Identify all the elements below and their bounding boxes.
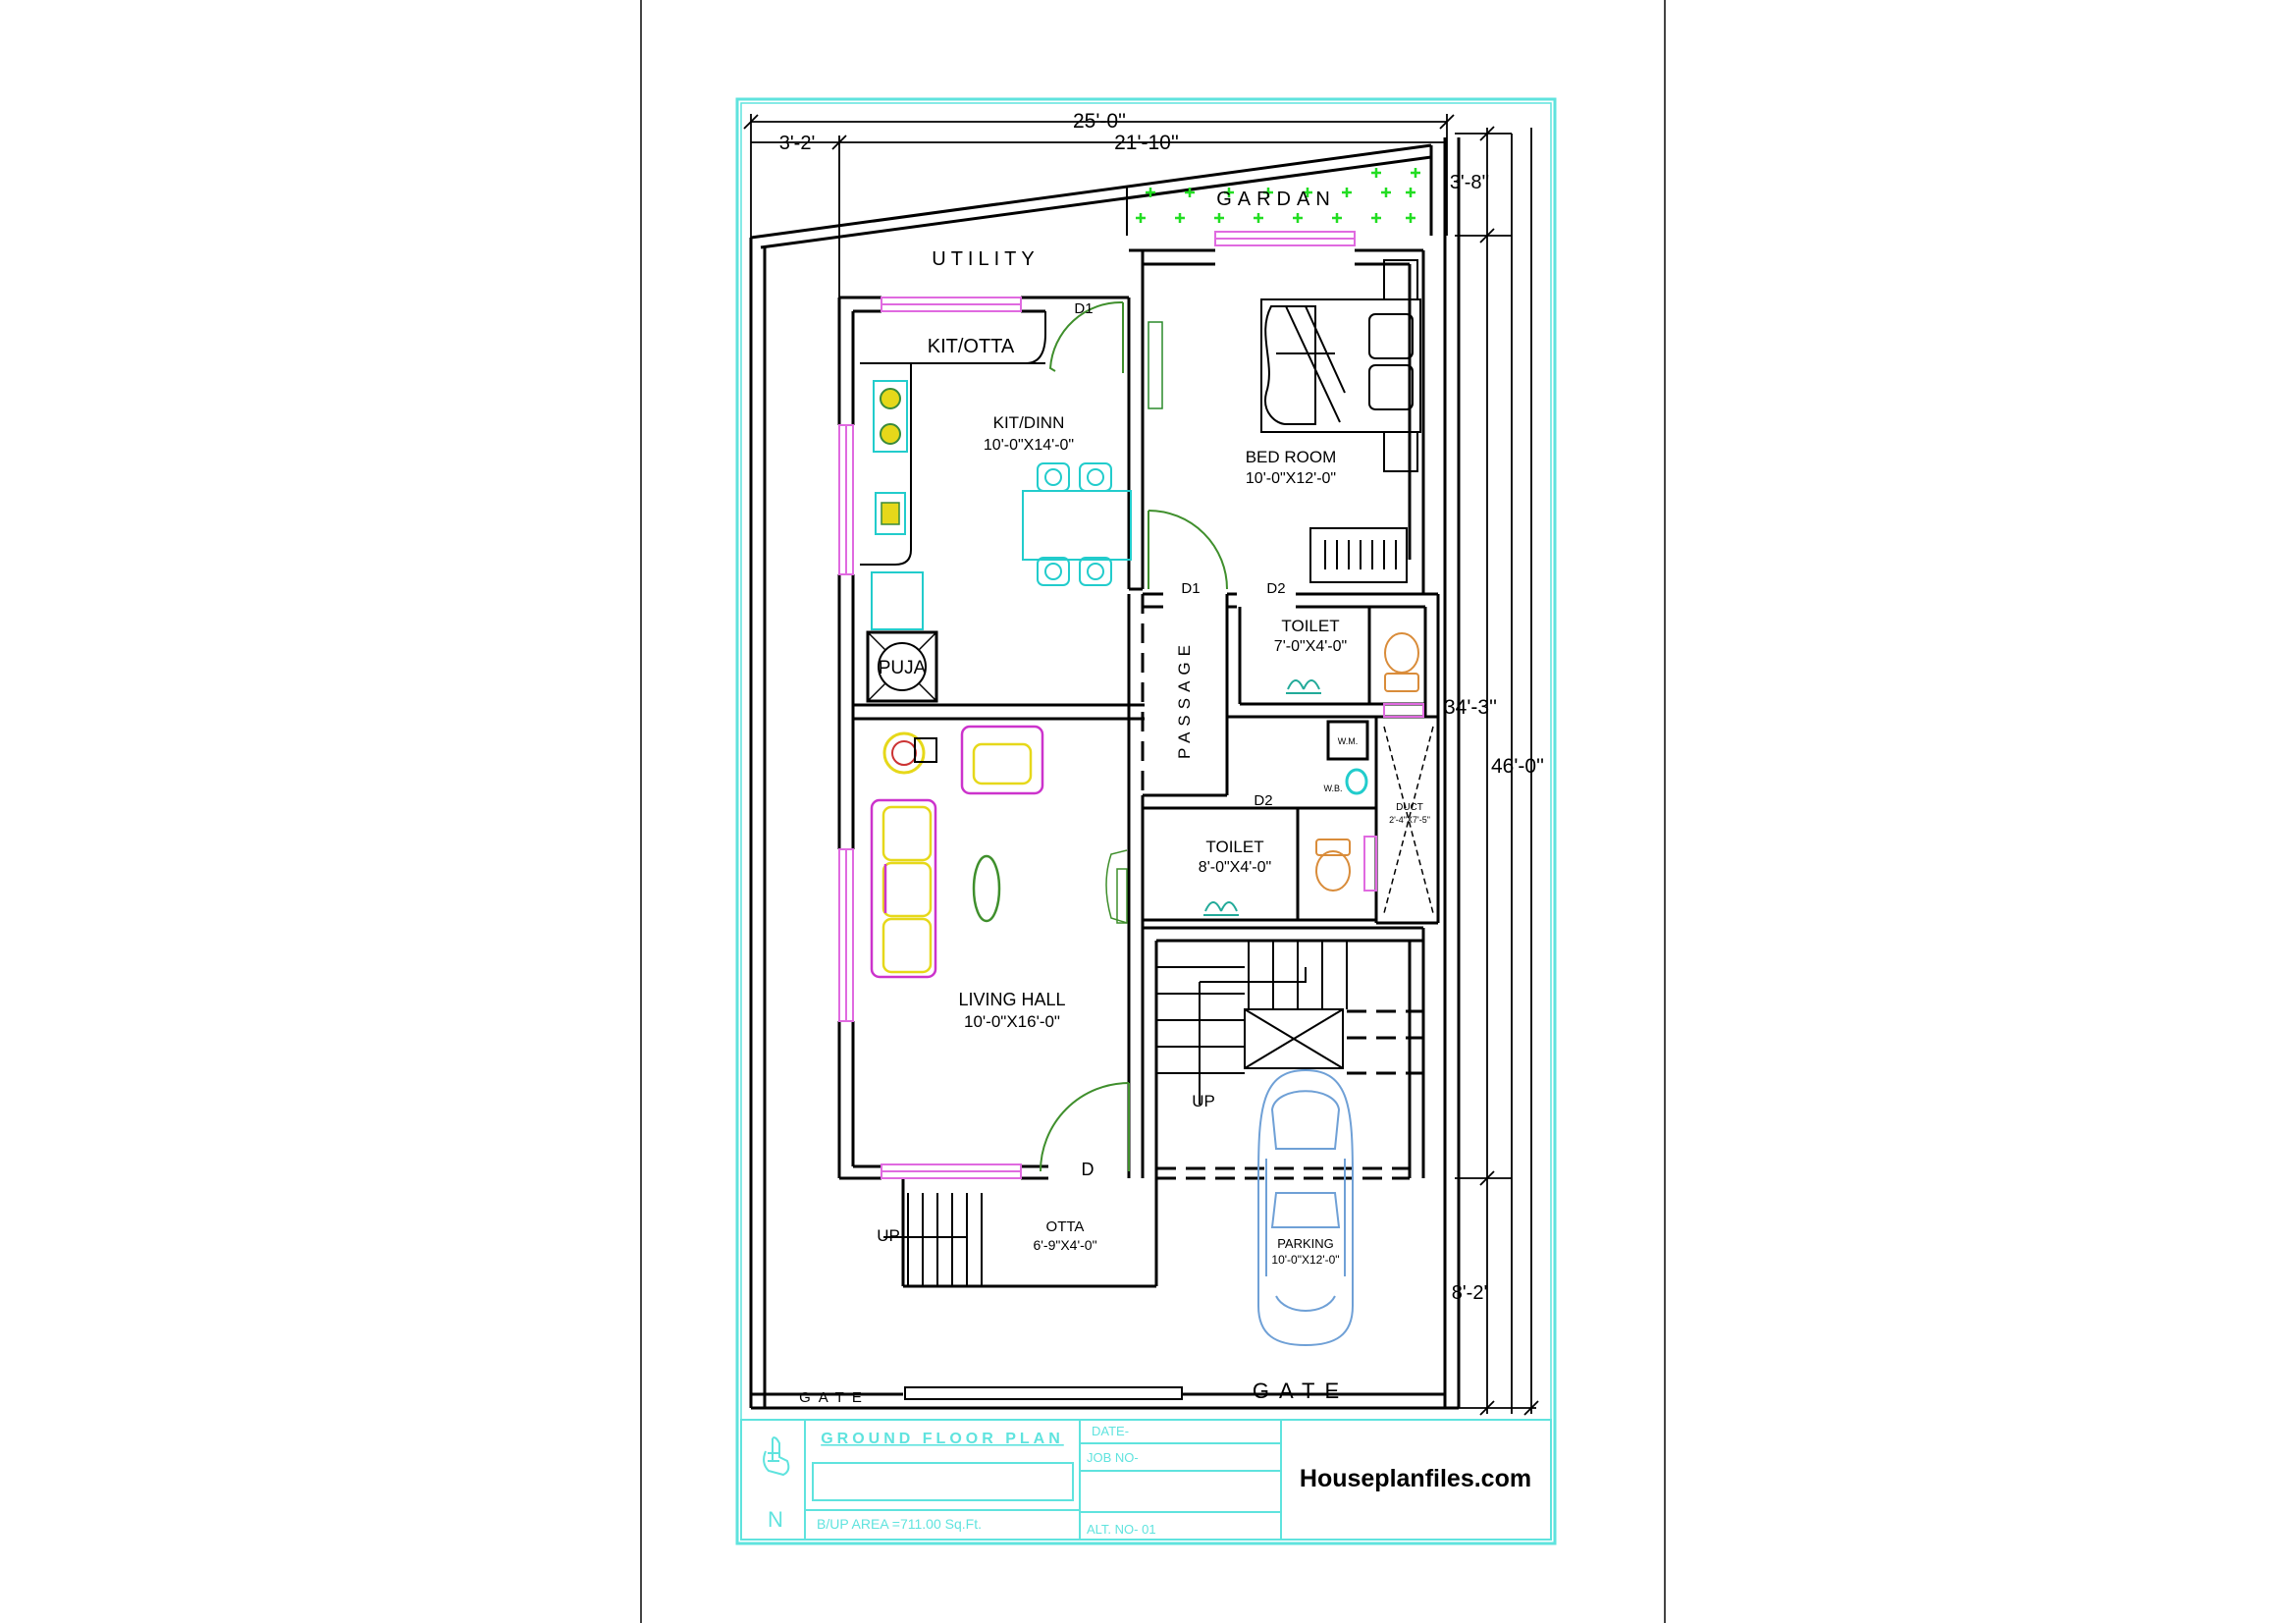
- compound-walls: [749, 137, 1461, 1410]
- toilet2-size: 8'-0"X4'-0": [1199, 859, 1271, 876]
- wardrobe-icon: [1309, 527, 1408, 583]
- kitchen-counter: [860, 362, 912, 566]
- car-icon: [1257, 1068, 1354, 1347]
- duct-area: [1383, 726, 1434, 914]
- bedroom-label: BED ROOM: [1246, 448, 1337, 466]
- door-d1-bedroom: D1: [1181, 580, 1200, 597]
- title-block: [740, 1419, 1552, 1541]
- wash-basin-icon: [1345, 768, 1368, 795]
- dim-left-offset: 3'-2': [779, 133, 816, 154]
- tv-unit-icon: [882, 731, 937, 775]
- staircase: [1156, 941, 1348, 1105]
- dining-table-icon: [1022, 462, 1132, 586]
- otta-label: OTTA: [1046, 1218, 1085, 1235]
- north-arrow-icon: [763, 1436, 790, 1477]
- gate-opening: [904, 1386, 1183, 1400]
- toilet2-wc-icon: [1315, 839, 1351, 892]
- console-icon: [1105, 849, 1128, 924]
- toilet1-wc-icon: [1384, 632, 1419, 692]
- dim-front-setback: 8'-2': [1452, 1282, 1488, 1304]
- windows: [838, 231, 1424, 1179]
- living-size: 10'-0"X16'-0": [964, 1012, 1060, 1031]
- date-label: DATE-: [1092, 1424, 1129, 1438]
- website-label: Houseplanfiles.com: [1300, 1465, 1531, 1492]
- dim-overall-depth: 46'-0'': [1491, 755, 1544, 778]
- duct-label: DUCT: [1396, 802, 1423, 813]
- stove-icon: [873, 380, 908, 453]
- alt-no-label: ALT. NO- 01: [1087, 1522, 1156, 1537]
- kit-dinn-size: 10'-0"X14'-0": [984, 437, 1074, 454]
- toilet2-tap-icon: [1203, 901, 1239, 916]
- bedroom-size: 10'-0"X12'-0": [1246, 470, 1336, 487]
- passage-label: PASSAGE: [1175, 639, 1194, 759]
- dim-inner-width: 21'-10'': [1114, 132, 1179, 154]
- toilet2-label: TOILET: [1205, 838, 1263, 856]
- gate-main-label: GATE: [1253, 1379, 1349, 1403]
- kitchen-counter-curve: [1025, 311, 1046, 364]
- door-d2-toilet2: D2: [1254, 792, 1272, 809]
- washing-machine-icon: [1326, 720, 1369, 761]
- kit-otta-label: KIT/OTTA: [928, 336, 1015, 357]
- passage-dashes: [1127, 594, 1145, 790]
- drawing-border: [735, 97, 1557, 1545]
- north-label: N: [768, 1507, 783, 1532]
- door-d1-kitchen: D1: [1074, 300, 1093, 317]
- garden-area: [1126, 168, 1420, 236]
- wm-label: W.M.: [1338, 736, 1359, 746]
- building-walls: [837, 248, 1440, 1288]
- toilet1-label: TOILET: [1281, 617, 1339, 635]
- center-table-icon: [972, 854, 1001, 923]
- utility-label: UTILITY: [932, 248, 1039, 270]
- living-label: LIVING HALL: [958, 990, 1065, 1009]
- toilet1-tap-icon: [1286, 679, 1321, 694]
- toilet1-size: 7'-0"X4'-0": [1274, 638, 1347, 655]
- dim-overall-width: 25'-0'': [1073, 110, 1126, 133]
- garden-label: GARDAN: [1216, 189, 1336, 210]
- drawing-title: GROUND FLOOR PLAN: [821, 1431, 1064, 1447]
- otta-up-label: UP: [877, 1226, 900, 1245]
- job-no-label: JOB NO-: [1087, 1450, 1139, 1465]
- bedroom-window-frame: [1148, 321, 1163, 409]
- door-d-main: D: [1082, 1160, 1095, 1179]
- area-label: B/UP AREA =711.00 Sq.Ft.: [817, 1516, 982, 1532]
- otta-size: 6'-9"X4'-0": [1033, 1237, 1096, 1253]
- dim-building-depth: 34'-3'': [1444, 696, 1497, 719]
- sofa-icon: [870, 798, 937, 979]
- wb-label: W.B.: [1323, 784, 1342, 793]
- door-swings: [1040, 300, 1228, 1172]
- puja-unit: [866, 630, 938, 703]
- stair-dashes: [1156, 1009, 1423, 1180]
- armchair-icon: [960, 725, 1044, 795]
- kit-dinn-label: KIT/DINN: [993, 413, 1065, 432]
- dim-top-offset: 3'-8'': [1450, 172, 1489, 193]
- puja-label: PUJA: [879, 658, 927, 678]
- parking-size: 10'-0"X12'-0": [1271, 1253, 1339, 1267]
- door-d2-toilet1: D2: [1266, 580, 1285, 597]
- fridge-icon: [871, 571, 924, 630]
- gate-small-label: GATE: [799, 1389, 870, 1406]
- duct-size: 2'-4"X7'-5": [1389, 815, 1430, 825]
- otta-steps: [883, 1193, 983, 1286]
- parking-label: PARKING: [1277, 1236, 1334, 1251]
- bed-icon: [1260, 259, 1421, 472]
- sink-icon: [875, 492, 906, 535]
- stair-up-label: UP: [1192, 1092, 1215, 1110]
